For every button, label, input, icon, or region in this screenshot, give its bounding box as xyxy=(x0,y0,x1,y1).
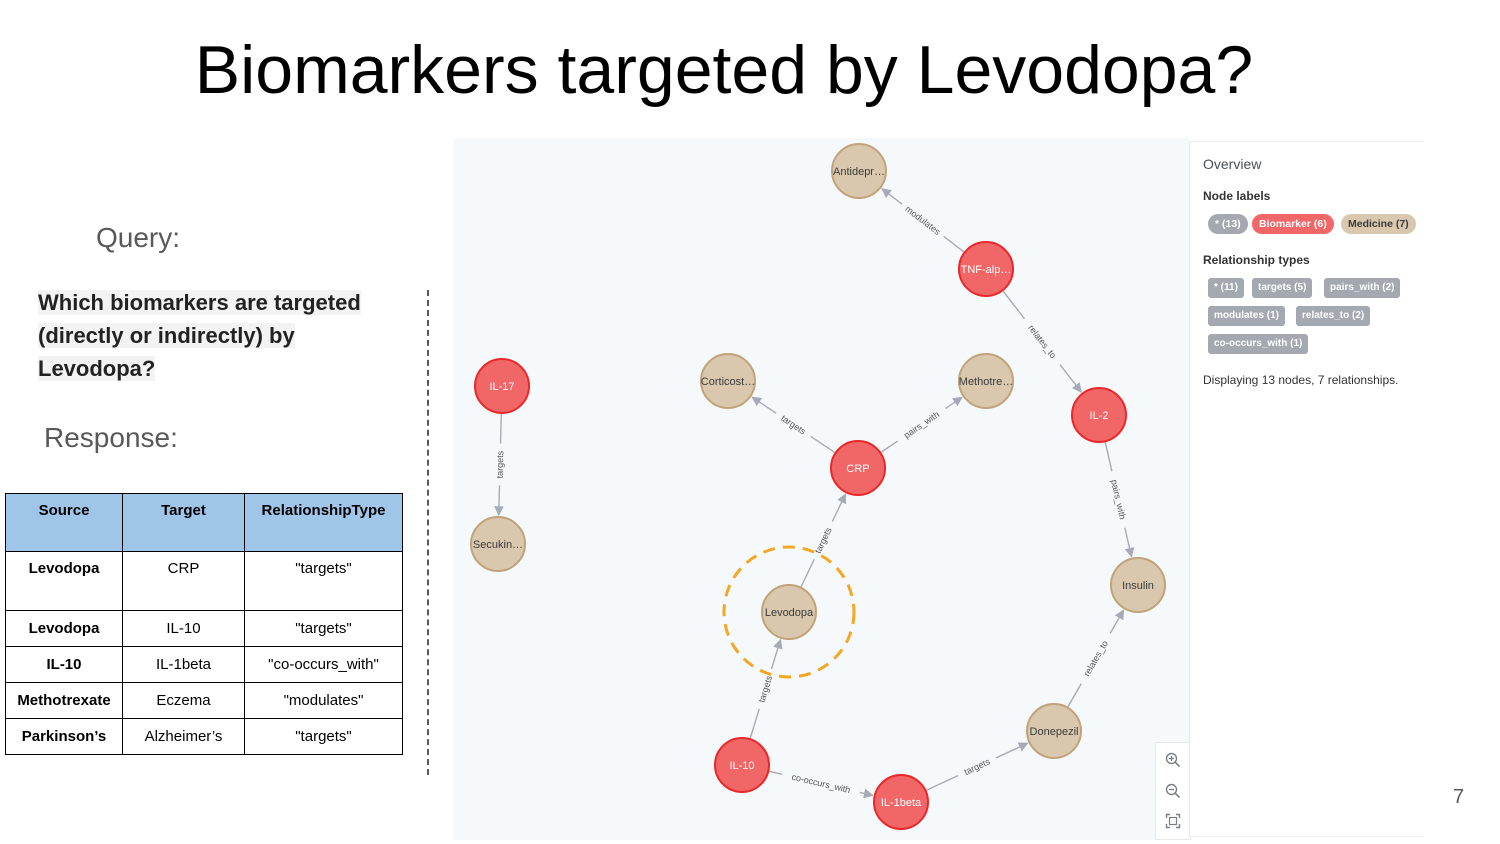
graph-node-label: TNF-alp… xyxy=(961,264,1012,276)
response-label: Response: xyxy=(44,422,178,453)
graph-node-label: Insulin xyxy=(1122,580,1154,592)
graph-node-levodopa[interactable] xyxy=(761,584,817,640)
node-label-chip-medicine[interactable]: Medicine (7) xyxy=(1341,214,1416,234)
cell-source: Methotrexate xyxy=(5,682,123,719)
zoom-out-icon[interactable] xyxy=(1163,781,1183,801)
edge-label-background xyxy=(772,408,815,442)
edge-label-background xyxy=(808,519,838,562)
node-label-chip-all[interactable]: * (13) xyxy=(1208,214,1248,234)
graph-node-tnf[interactable] xyxy=(958,241,1014,297)
fit-to-screen-icon[interactable] xyxy=(1163,811,1183,831)
query-label: Query: xyxy=(96,222,181,253)
graph-node-cortico[interactable] xyxy=(700,353,756,409)
cell-target: IL-10 xyxy=(122,610,245,647)
edge-label-background xyxy=(1076,630,1116,687)
cell-target: IL-1beta xyxy=(122,646,245,683)
edge-label: pairs_with xyxy=(902,409,941,440)
edge-label-background xyxy=(898,199,948,242)
graph-node-label: IL-17 xyxy=(489,381,514,393)
table-row: Parkinson’s Alzheimer’s "targets" xyxy=(5,718,403,755)
graph-node-label: CRP xyxy=(846,463,869,475)
table-row: Levodopa IL-10 "targets" xyxy=(5,610,403,647)
response-table: Source Target RelationshipType Levodopa … xyxy=(5,493,403,755)
cell-target: Alzheimer’s xyxy=(122,718,245,755)
cell-relationship-type: "targets" xyxy=(244,718,403,755)
edge-label-background xyxy=(780,768,862,799)
graph-node-label: Antidepr… xyxy=(833,166,885,178)
rel-type-chip-relates-to[interactable]: relates_to (2) xyxy=(1296,306,1371,326)
rel-type-chip-all[interactable]: * (11) xyxy=(1208,278,1244,298)
cell-relationship-type: "modulates" xyxy=(244,682,403,719)
rel-type-chip-pairs-with[interactable]: pairs_with (2) xyxy=(1324,278,1401,298)
graph-node-label: Donepezil xyxy=(1030,726,1079,738)
edge-label: targets xyxy=(813,525,834,555)
rel-type-chip-modulates[interactable]: modulates (1) xyxy=(1208,306,1286,326)
graph-node-label: IL-10 xyxy=(729,760,754,772)
edge-label: relates_to xyxy=(1082,639,1110,678)
edge-label-background xyxy=(1106,469,1131,530)
graph-node-methotre[interactable] xyxy=(958,353,1014,409)
overview-title: Overview xyxy=(1203,156,1262,172)
table-row: Levodopa CRP "targets" xyxy=(5,551,403,611)
graph-node-secukin[interactable] xyxy=(470,516,526,572)
graph-node-il17[interactable] xyxy=(474,358,530,414)
graph-node-label: IL-1beta xyxy=(881,797,922,809)
graph-node-il10[interactable] xyxy=(714,737,770,793)
cell-source: Levodopa xyxy=(5,610,123,647)
cell-source: IL-10 xyxy=(5,646,123,683)
cell-relationship-type: "targets" xyxy=(244,551,403,611)
table-row: IL-10 IL-1beta "co-occurs_with" xyxy=(5,646,403,683)
column-header-target: Target xyxy=(122,493,245,552)
column-header-source: Source xyxy=(5,493,123,552)
displaying-summary: Displaying 13 nodes, 7 relationships. xyxy=(1203,373,1399,387)
zoom-in-icon[interactable] xyxy=(1163,750,1183,770)
edge-label-background xyxy=(493,443,507,486)
cell-target: CRP xyxy=(122,551,245,611)
graph-node-il1beta[interactable] xyxy=(873,774,929,830)
table-header-row: Source Target RelationshipType xyxy=(5,493,403,552)
cell-relationship-type: "targets" xyxy=(244,610,403,647)
edge-label: relates_to xyxy=(1026,323,1058,360)
edge-label: co-occurs_with xyxy=(791,772,852,795)
graph-node-label: Secukin… xyxy=(473,539,523,551)
graph-node-antidep[interactable] xyxy=(831,143,887,199)
query-text: Which biomarkers are targeted (directly … xyxy=(38,286,408,385)
rel-type-chip-targets[interactable]: targets (5) xyxy=(1252,278,1313,298)
graph-node-label: Methotre… xyxy=(959,376,1013,388)
page-number: 7 xyxy=(1453,786,1465,808)
graph-node-donepezil[interactable] xyxy=(1026,703,1082,759)
query-text-content: Which biomarkers are targeted (directly … xyxy=(38,290,361,381)
edge-label-background xyxy=(753,667,778,711)
zoom-toolbar xyxy=(1155,742,1191,840)
cell-relationship-type: "co-occurs_with" xyxy=(244,646,403,683)
slide-title: Biomarkers targeted by Levodopa? xyxy=(194,32,1254,108)
graph-node-label: IL-2 xyxy=(1090,410,1109,422)
selection-highlight-ring xyxy=(722,545,856,679)
cell-source: Parkinson’s xyxy=(5,718,123,755)
edge-label-background xyxy=(894,403,949,447)
edge-label: modulates xyxy=(903,204,942,238)
column-header-relationship-type: RelationshipType xyxy=(244,493,403,552)
table-row: Methotrexate Eczema "modulates" xyxy=(5,682,403,719)
graph-node-il2[interactable] xyxy=(1071,387,1127,443)
graph-node-crp[interactable] xyxy=(830,440,886,496)
edge-label: targets xyxy=(495,450,506,478)
graph-node-label: Levodopa xyxy=(765,607,814,619)
rel-type-chip-co-occurs-with[interactable]: co-occurs_with (1) xyxy=(1208,334,1309,354)
dashed-divider xyxy=(427,290,429,775)
edge-label: targets xyxy=(962,756,992,777)
graph-node-insulin[interactable] xyxy=(1110,557,1166,613)
node-labels-heading: Node labels xyxy=(1203,189,1271,203)
node-label-chip-biomarker[interactable]: Biomarker (6) xyxy=(1252,214,1334,234)
edge-label: pairs_with xyxy=(1109,479,1128,521)
graph-node-label: Corticost… xyxy=(701,376,755,388)
edge-label-background xyxy=(955,752,999,781)
relationship-types-heading: Relationship types xyxy=(1203,253,1310,267)
cell-target: Eczema xyxy=(122,682,245,719)
edge-label-background xyxy=(1019,314,1065,369)
overview-panel: Overview Node labels * (13) Biomarker (6… xyxy=(1189,141,1424,837)
cell-source: Levodopa xyxy=(5,551,123,611)
